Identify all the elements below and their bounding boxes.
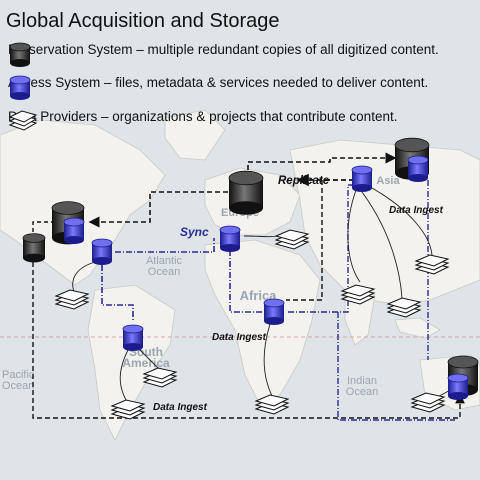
americas-internal-connector (32, 221, 55, 232)
data-provider-asia-3 (414, 254, 450, 275)
greenland-land (164, 109, 226, 161)
asia-down-connector (286, 180, 323, 301)
legend-label-data-providers: Data Providers – organizations & project… (8, 109, 398, 124)
data-provider-asia-1 (340, 284, 376, 305)
data-provider-africa (254, 394, 290, 415)
preservation-site-pacific (22, 233, 46, 263)
connectors (32, 152, 465, 421)
data-provider-asia-2 (386, 297, 422, 318)
africa-to-asia-connector (288, 184, 352, 313)
legend-item-access: Access System – files, metadata & servic… (8, 75, 429, 100)
ingest-link-americas (72, 261, 96, 293)
access-site-europe (219, 225, 241, 252)
flow-labels: Replicate Sync Data Ingest Data Ingest D… (153, 175, 444, 413)
indonesia-land (394, 317, 441, 339)
access-site-asia (407, 155, 429, 182)
legend-label-access: Access System – files, metadata & servic… (8, 75, 429, 90)
tray-stack-icon (8, 110, 38, 131)
data-provider-south-america-2 (110, 399, 146, 420)
sync-connector (115, 238, 215, 253)
preservation-site-europe (228, 170, 264, 215)
black-cylinder-icon (9, 42, 31, 67)
ingest-link-asia-2 (361, 191, 403, 299)
blue-cylinder-icon (9, 75, 31, 100)
data-provider-europe (274, 229, 310, 250)
data-ingest-label-africa: Data Ingest (212, 332, 267, 343)
replicate-label: Replicate (278, 175, 330, 187)
page-title: Global Acquisition and Storage (6, 10, 280, 32)
data-provider-icons (54, 229, 450, 420)
data-ingest-label-south-america: Data Ingest (153, 402, 208, 413)
access-site-south-america (122, 324, 144, 351)
ingest-link-africa (263, 323, 273, 397)
ingest-link-south (119, 349, 129, 401)
data-provider-americas (54, 289, 90, 310)
data-provider-south-america-1 (142, 367, 178, 388)
europe-to-americas-connector (88, 191, 228, 228)
ingest-link-asia-1 (347, 189, 361, 283)
access-site-africa (263, 298, 285, 325)
access-site-australia (447, 373, 469, 400)
europe-to-asia-connector (247, 152, 397, 170)
map-label-asia: Asia (376, 175, 400, 187)
americas-to-south-connector (101, 265, 134, 322)
legend-item-data-providers: Data Providers – organizations & project… (8, 109, 398, 131)
legend-label-preservation: Preservation System – multiple redundant… (8, 42, 439, 57)
ingest-link-asia-3 (371, 187, 433, 256)
access-site-north-america (63, 217, 85, 244)
indian-ocean-connector (337, 312, 455, 421)
data-ingest-label-asia: Data Ingest (389, 205, 444, 216)
legend-item-preservation: Preservation System – multiple redundant… (8, 42, 439, 67)
data-provider-australia (410, 392, 446, 413)
map-label-africa: Africa (240, 288, 278, 303)
pacific-loop-connector (32, 262, 465, 419)
storage-sites (22, 137, 479, 400)
access-site-americas (91, 238, 113, 265)
access-site-asia-east (351, 165, 373, 192)
africa-land (204, 239, 321, 406)
sync-label: Sync (180, 225, 209, 239)
